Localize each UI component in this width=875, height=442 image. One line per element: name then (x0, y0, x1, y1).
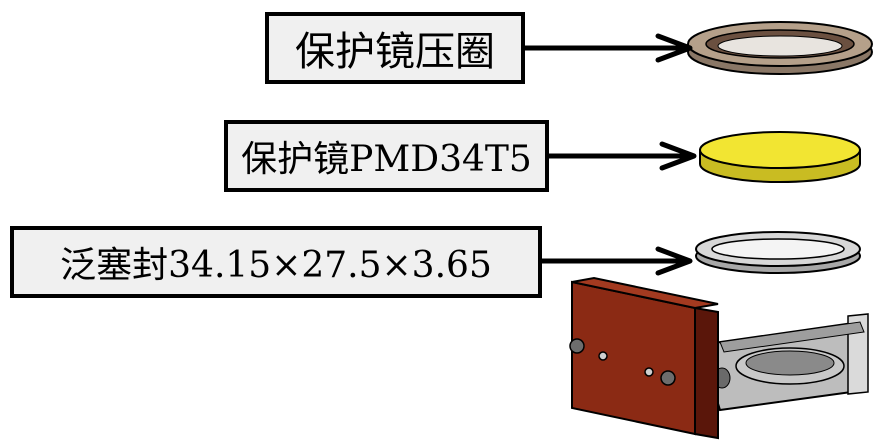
arrow-1-head (655, 33, 693, 63)
arrow-2-head (659, 141, 697, 171)
seal-part (695, 231, 861, 274)
arrow-3-head (655, 246, 693, 276)
seal-label: 泛塞封34.15×27.5×3.65 (10, 226, 542, 298)
lens-part (699, 131, 861, 183)
cover-ring-label: 保护镜压圈 (265, 12, 525, 84)
lens-label: 保护镜PMD34T5 (224, 120, 549, 192)
cover-ring-part (687, 21, 873, 75)
bracket-part (569, 276, 869, 440)
